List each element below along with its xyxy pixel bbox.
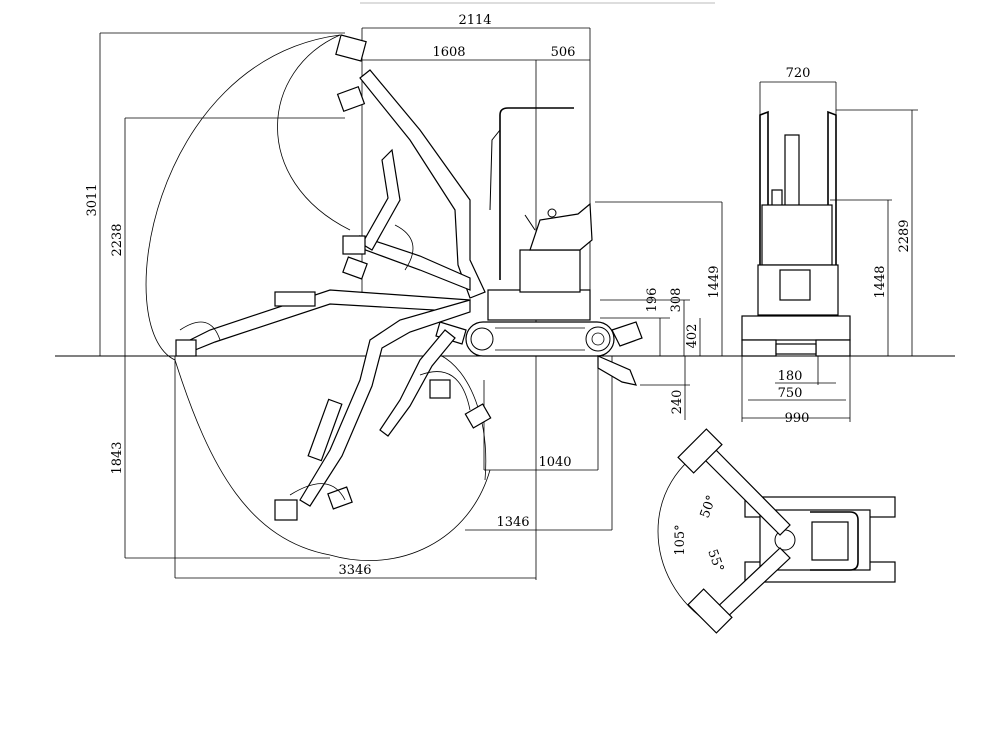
dim-180-label: 180 <box>778 369 803 384</box>
bucket-lower-2 <box>327 486 353 510</box>
lever <box>524 214 536 231</box>
idler-wheel <box>470 327 494 351</box>
front-track-left <box>741 339 777 357</box>
rops-frame <box>499 107 574 280</box>
rear-blade <box>435 321 467 345</box>
max-reach-arc <box>145 34 491 561</box>
lever-knob <box>547 208 557 218</box>
front-view: 720 1448 2289 180 750 990 <box>741 66 918 426</box>
dim-506-label: 506 <box>551 45 576 60</box>
dim-990-label: 990 <box>785 411 810 426</box>
dim-402-label: 402 <box>685 324 700 349</box>
front-cab <box>761 204 833 266</box>
front-track-right <box>815 339 851 357</box>
swing-105-label: 105° <box>673 524 688 555</box>
dim-2114-label: 2114 <box>458 13 491 28</box>
sprocket-wheel <box>585 326 611 352</box>
dim-1449-label: 1449 <box>707 265 722 298</box>
bucket-upper-2 <box>336 86 366 112</box>
top-view: 105° 50° 55° <box>657 428 896 634</box>
top-bucket-left <box>677 428 723 474</box>
bucket-dig <box>429 379 451 399</box>
boom-middle <box>359 235 471 291</box>
bucket-extended-arc <box>179 321 221 341</box>
front-undercarriage <box>775 343 817 355</box>
dim-750-label: 750 <box>778 386 803 401</box>
blade-down <box>597 355 637 386</box>
rops-support <box>489 129 501 211</box>
dim-1843-label: 1843 <box>110 441 125 474</box>
dig-arc <box>439 354 487 481</box>
dim-3011-label: 3011 <box>85 183 100 216</box>
top-rops <box>810 511 859 571</box>
dim-308-label: 308 <box>669 288 684 313</box>
bucket-dig-arc <box>419 371 471 411</box>
dim-240-label: 240 <box>670 390 685 415</box>
engine-cover <box>519 249 581 293</box>
bucket-middle-2 <box>342 256 368 280</box>
arm-cylinder-lower <box>307 398 343 462</box>
bucket-lower <box>274 499 298 521</box>
body <box>487 289 591 321</box>
bucket-lower-arc <box>289 483 346 501</box>
top-seat <box>811 521 849 561</box>
bucket-extended <box>175 339 197 357</box>
boom-cylinder <box>274 291 316 307</box>
top-bucket-right <box>687 588 733 634</box>
track <box>465 321 615 357</box>
dim-3346-label: 3346 <box>338 563 371 578</box>
swing-55-label: 55° <box>704 547 726 574</box>
dim-1346-label: 1346 <box>496 515 529 530</box>
top-boom-left <box>699 445 791 536</box>
sprocket-hub <box>591 332 605 346</box>
front-blade-ram <box>779 269 811 301</box>
inner-arc <box>277 34 351 231</box>
bucket-middle-arc <box>394 224 414 271</box>
dim-1448-label: 1448 <box>873 265 888 298</box>
side-view: 2114 1608 506 3011 2238 1449 196 308 402… <box>85 13 723 580</box>
arm-dig <box>379 329 456 437</box>
dim-720-label: 720 <box>786 66 811 81</box>
dim-196-label: 196 <box>645 288 660 313</box>
dim-1608-label: 1608 <box>432 45 465 60</box>
front-blade <box>741 315 851 341</box>
dim-2289-label: 2289 <box>897 219 912 252</box>
bucket-upper <box>335 34 367 62</box>
arm-middle <box>361 148 401 251</box>
seat <box>529 202 593 251</box>
dim-2238-label: 2238 <box>110 223 125 256</box>
boom-lower <box>299 299 471 507</box>
bucket-middle <box>342 235 366 255</box>
swing-50-label: 50° <box>698 493 720 520</box>
dim-1040-label: 1040 <box>538 455 571 470</box>
bucket-dig-2 <box>464 403 492 429</box>
blade-up <box>611 321 643 347</box>
